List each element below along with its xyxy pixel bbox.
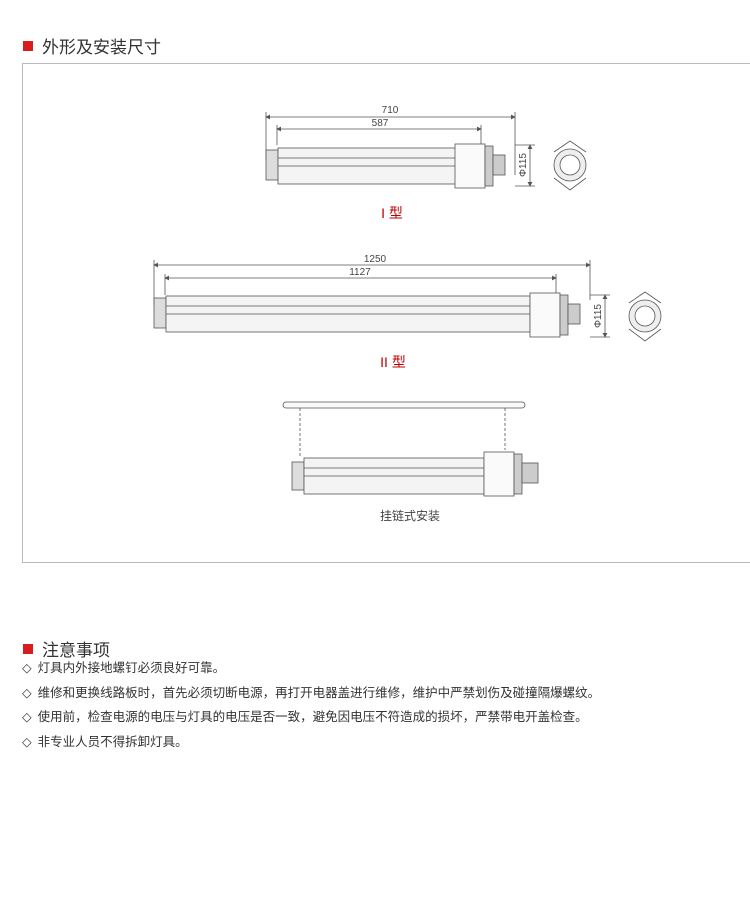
notes-list: ◇ 灯具内外接地螺钉必须良好可靠。 ◇ 维修和更换线路板时，首先必须切断电源，再打开…	[22, 660, 600, 758]
note-text: 灯具内外接地螺钉必须良好可靠。	[37, 661, 226, 675]
dimension-drawings: 710 587 Φ115 1250 1127 Φ115 I 型 II 型 挂链式…	[153, 105, 662, 523]
list-item: ◇ 灯具内外接地螺钉必须良好可靠。	[22, 660, 600, 685]
section-title: 注意事项	[42, 641, 110, 660]
type-1-label: I 型	[381, 205, 403, 221]
section-heading-dimensions: 外形及安装尺寸	[23, 33, 161, 58]
dim-inner-1: 587	[372, 118, 389, 129]
section-heading-notes: 注意事项	[23, 636, 110, 661]
note-text: 使用前，检查电源的电压与灯具的电压是否一致，避免因电压不符造成的损坏，严禁带电开…	[37, 710, 588, 724]
dimensions-panel	[22, 63, 750, 563]
dim-overall-1: 710	[382, 105, 399, 116]
type-2-label: II 型	[380, 354, 406, 370]
dim-diameter-1: Φ115	[518, 153, 529, 177]
dim-overall-2: 1250	[364, 254, 387, 265]
list-item: ◇ 维修和更换线路板时，首先必须切断电源，再打开电器盖进行维修，维护中严禁划伤及碰…	[22, 685, 600, 710]
lamp-type-1-drawing	[265, 112, 587, 191]
red-square-icon	[23, 40, 33, 51]
section-title: 外形及安装尺寸	[42, 38, 161, 57]
diamond-bullet-icon: ◇	[22, 734, 32, 749]
lamp-type-2-drawing	[153, 260, 662, 342]
dim-diameter-2: Φ115	[593, 304, 604, 328]
diamond-bullet-icon: ◇	[22, 685, 32, 700]
red-square-icon	[23, 643, 33, 654]
dim-inner-2: 1127	[349, 267, 371, 278]
chain-mount-label: 挂链式安装	[380, 508, 440, 523]
note-text: 维修和更换线路板时，首先必须切断电源，再打开电器盖进行维修，维护中严禁划伤及碰撞…	[37, 685, 601, 700]
note-text: 非专业人员不得拆卸灯具。	[37, 734, 188, 749]
diamond-bullet-icon: ◇	[22, 661, 32, 675]
list-item: ◇ 非专业人员不得拆卸灯具。	[22, 734, 600, 759]
list-item: ◇ 使用前，检查电源的电压与灯具的电压是否一致，避免因电压不符造成的损坏，严禁带电…	[22, 709, 600, 734]
diamond-bullet-icon: ◇	[22, 710, 32, 724]
chain-mount-drawing	[282, 401, 539, 497]
